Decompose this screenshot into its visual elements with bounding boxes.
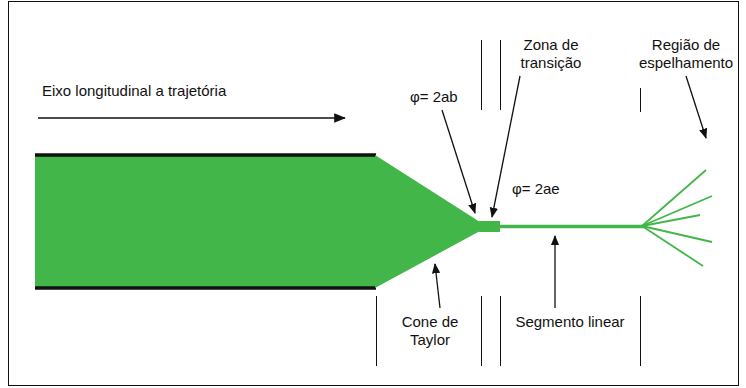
- needle-wall: [35, 153, 376, 157]
- taylor-cone: [375, 155, 480, 288]
- zone-label: Cone de Taylor: [383, 313, 477, 349]
- axis-label: Eixo longitudinal a trajetória: [42, 82, 226, 100]
- zone-label: Segmento linear: [505, 313, 635, 331]
- linear-jet: [499, 225, 644, 229]
- zone-separators: [377, 40, 641, 366]
- needle-fluid: [35, 155, 376, 288]
- diameter-label: φ= 2ab: [410, 88, 458, 106]
- zone-label: Zona de transição: [503, 36, 599, 72]
- axis-arrow: [38, 117, 345, 119]
- zone-label: Região de espelhamento: [630, 36, 742, 72]
- frame: [9, 2, 739, 386]
- leader-arrows: [435, 76, 706, 308]
- needle-wall: [35, 286, 376, 290]
- diameter-label: φ= 2ae: [512, 180, 560, 198]
- transition-zone: [479, 221, 500, 232]
- whipping-jets: [642, 170, 712, 266]
